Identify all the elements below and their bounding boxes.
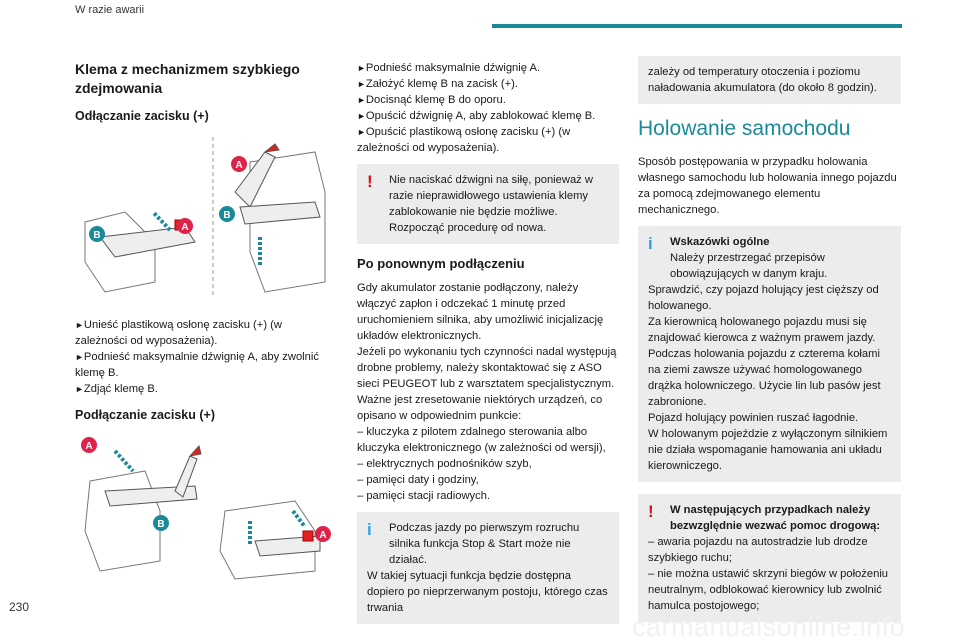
list-item: – awaria pojazdu na autostradzie lub dro… <box>648 536 868 564</box>
info-box-continued: zależy od temperatury otoczenia i poziom… <box>638 56 901 104</box>
marker-label: A <box>319 530 326 541</box>
list-item: – pamięci daty i godziny, <box>357 474 479 486</box>
paragraph: Ważne jest zresetowanie niektórych urząd… <box>357 394 603 422</box>
column-middle: Podnieść maksymalnie dźwignię A. Założyć… <box>357 60 619 636</box>
info-box: i Wskazówki ogólne Należy przestrzegać p… <box>638 226 901 482</box>
warning-box: ! Nie naciskać dźwigni na siłę, ponieważ… <box>357 164 619 244</box>
warning-icon: ! <box>367 172 373 191</box>
marker-label: A <box>181 222 188 233</box>
clamp-drawing-bottom <box>254 530 321 557</box>
step-item: Opuścić plastikową osłonę zacisku (+) (w… <box>357 124 619 156</box>
info-text: Należy przestrzegać przepisów obowiązują… <box>670 252 828 280</box>
section-title: Klema z mechanizmem szybkiego zdejmowani… <box>75 61 300 96</box>
marker-label: B <box>157 519 164 530</box>
info-text: W holowanym pojeździe z wyłączonym silni… <box>648 428 888 472</box>
warning-icon: ! <box>648 502 654 521</box>
info-text: Podczas jazdy po pierwszym rozruchu siln… <box>389 522 580 566</box>
column-right: zależy od temperatury otoczenia i poziom… <box>638 56 901 634</box>
marker-label: B <box>93 230 100 241</box>
warning-box: ! W następujących przypadkach należy bez… <box>638 494 901 622</box>
info-icon: i <box>367 520 372 539</box>
info-title: Wskazówki ogólne <box>670 236 770 248</box>
illustration-connect: A B A <box>75 431 337 586</box>
subsection-title: Podłączanie zacisku (+) <box>75 408 215 422</box>
section-title: Holowanie samochodu <box>638 117 851 140</box>
list-item: – nie można ustawić skrzyni biegów w poł… <box>648 568 889 612</box>
info-text: Podczas holowania pojazdu z czterema koł… <box>648 348 881 408</box>
illustration-disconnect: A A B B <box>75 132 337 307</box>
warning-title: W następujących przypadkach należy bezwz… <box>670 504 881 532</box>
watermark-text: carmanualsonline.info <box>632 612 906 642</box>
step-item: Założyć klemę B na zacisk (+). <box>357 76 619 92</box>
info-text: Sprawdzić, czy pojazd holujący jest cięż… <box>648 284 879 312</box>
warning-text: Nie naciskać dźwigni na siłę, ponieważ w… <box>389 174 593 234</box>
page-number: 230 <box>9 600 30 614</box>
step-item: Zdjąć klemę B. <box>75 381 337 397</box>
step-item: Podnieść maksymalnie dźwignię A, aby zwo… <box>75 349 337 381</box>
info-text: W takiej sytuacji funkcja będzie dostępn… <box>367 570 608 614</box>
marker-label: A <box>235 160 242 171</box>
info-box: i Podczas jazdy po pierwszym rozruchu si… <box>357 512 619 624</box>
column-left: Klema z mechanizmem szybkiego zdejmowani… <box>75 60 337 596</box>
paragraph: Jeżeli po wykonaniu tych czynności nadal… <box>357 346 617 390</box>
battery-outline <box>84 151 326 293</box>
header-accent-bar <box>492 24 902 28</box>
clamp-drawing-right <box>234 143 321 225</box>
info-text: Za kierownicą holowanego pojazdu musi si… <box>648 316 876 344</box>
info-text: zależy od temperatury otoczenia i poziom… <box>648 66 877 94</box>
marker-label: A <box>85 441 92 452</box>
step-item: Unieść plastikową osłonę zacisku (+) (w … <box>75 317 337 349</box>
list-item: – pamięci stacji radiowych. <box>357 490 491 502</box>
step-item: Podnieść maksymalnie dźwignię A. <box>357 60 619 76</box>
step-item: Opuścić dźwignię A, aby zablokować klemę… <box>357 108 619 124</box>
clamp-drawing-top <box>104 444 202 507</box>
subsection-title: Po ponownym podłączeniu <box>357 256 525 271</box>
info-text: Pojazd holujący powinien ruszać łagodnie… <box>648 412 859 424</box>
paragraph: Gdy akumulator zostanie podłączony, nale… <box>357 282 604 342</box>
list-item: – elektrycznych podnośników szyb, <box>357 458 532 470</box>
section-header: W razie awarii <box>75 4 145 16</box>
step-item: Docisnąć klemę B do oporu. <box>357 92 619 108</box>
paragraph: Sposób postępowania w przypadku holowani… <box>638 156 897 216</box>
battery-outline <box>84 470 316 580</box>
marker-label: B <box>223 210 230 221</box>
info-icon: i <box>648 234 653 253</box>
list-item: – kluczyka z pilotem zdalnego sterowania… <box>357 426 606 454</box>
subsection-title: Odłączanie zacisku (+) <box>75 109 209 123</box>
